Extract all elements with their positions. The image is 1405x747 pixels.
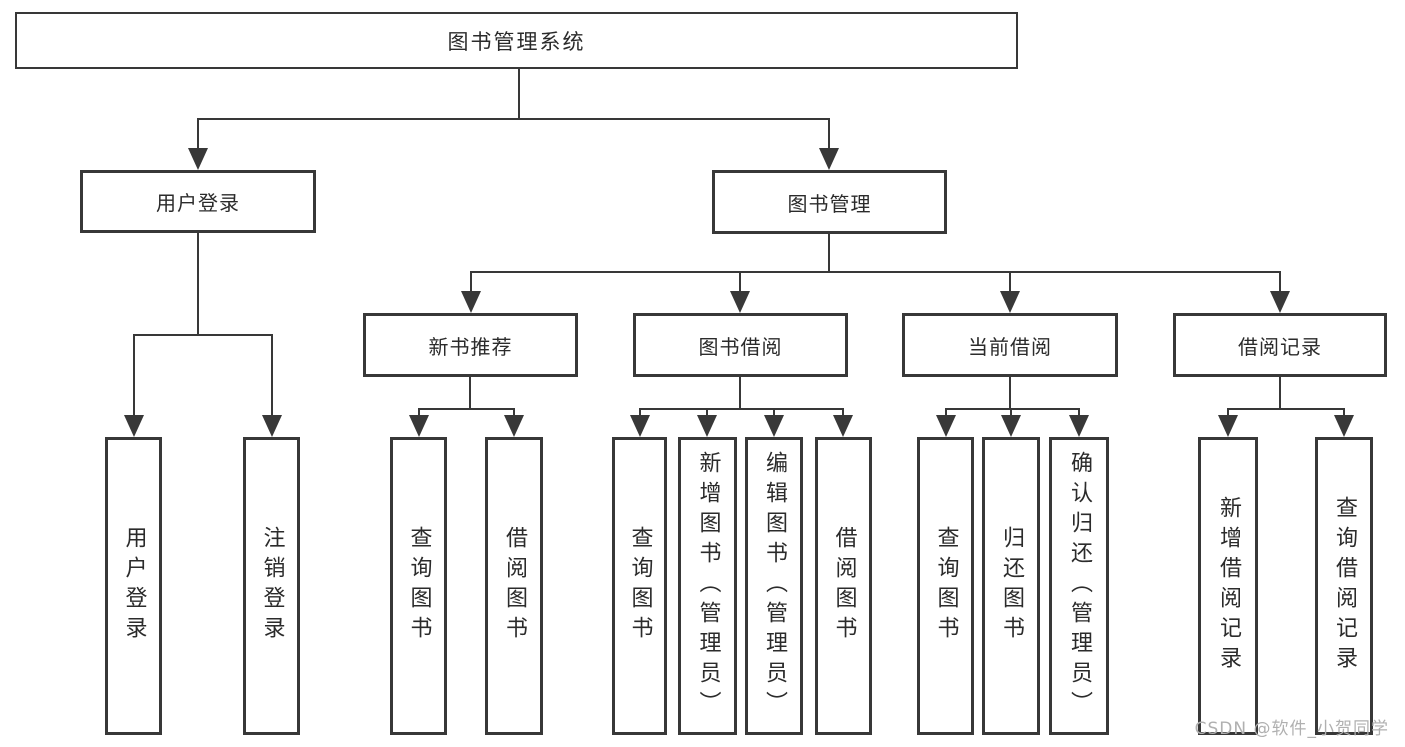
leaf-edit-books-admin: 编辑图书（管理员） <box>745 437 803 735</box>
leaf-query-borrow-record-label: 查询借阅记录 <box>1332 496 1357 676</box>
leaf-add-books-admin-label: 新增图书（管理员） <box>695 451 721 721</box>
node-user-login-label: 用户登录 <box>156 191 240 215</box>
arrow-down-icon <box>729 271 751 313</box>
leaf-return-books: 归还图书 <box>982 437 1040 735</box>
connector-hline <box>639 408 844 410</box>
arrow-down-icon <box>629 408 651 437</box>
leaf-add-borrow-record: 新增借阅记录 <box>1198 437 1258 735</box>
node-current-borrow: 当前借阅 <box>902 313 1118 377</box>
leaf-logout-label: 注销登录 <box>259 526 285 646</box>
node-borrow-record-label: 借阅记录 <box>1238 334 1322 359</box>
node-user-login: 用户登录 <box>80 170 316 233</box>
connector-hline <box>1227 408 1345 410</box>
connector-hline <box>133 334 273 336</box>
connector-vline <box>1009 377 1011 408</box>
arrow-down-icon <box>408 408 430 437</box>
arrow-down-icon <box>1269 271 1291 313</box>
leaf-add-borrow-record-label: 新增借阅记录 <box>1216 496 1241 676</box>
leaf-borrow-books: 借阅图书 <box>815 437 872 735</box>
leaf-user-login: 用户登录 <box>105 437 162 735</box>
arrow-down-icon <box>818 118 840 170</box>
node-book-management-label: 图书管理 <box>787 191 872 216</box>
arrow-down-icon <box>187 118 209 170</box>
leaf-query-books-current-label: 查询图书 <box>933 526 959 646</box>
connector-hline <box>197 118 830 120</box>
node-book-management: 图书管理 <box>712 170 947 234</box>
leaf-query-books-recommend: 查询图书 <box>390 437 447 735</box>
node-root: 图书管理系统 <box>15 12 1018 69</box>
connector-hline <box>945 408 1080 410</box>
leaf-query-books-recommend-label: 查询图书 <box>406 526 432 646</box>
connector-vline <box>739 377 741 408</box>
node-new-book-recommend: 新书推荐 <box>363 313 578 377</box>
arrow-down-icon <box>999 271 1021 313</box>
leaf-borrow-books-label: 借阅图书 <box>831 526 857 646</box>
arrow-down-icon <box>503 408 525 437</box>
leaf-borrow-books-recommend: 借阅图书 <box>485 437 543 735</box>
leaf-user-login-label: 用户登录 <box>121 526 147 646</box>
leaf-add-books-admin: 新增图书（管理员） <box>678 437 737 735</box>
leaf-query-books-current: 查询图书 <box>917 437 974 735</box>
arrow-down-icon <box>261 334 283 437</box>
leaf-return-books-label: 归还图书 <box>999 526 1024 646</box>
connector-hline <box>470 271 1281 273</box>
node-root-label: 图书管理系统 <box>447 29 586 54</box>
arrow-down-icon <box>1068 408 1090 437</box>
arrow-down-icon <box>832 408 854 437</box>
connector-vline <box>1279 377 1281 408</box>
arrow-down-icon <box>1217 408 1239 437</box>
leaf-logout: 注销登录 <box>243 437 300 735</box>
leaf-confirm-return-admin: 确认归还（管理员） <box>1049 437 1109 735</box>
arrow-down-icon <box>935 408 957 437</box>
arrow-down-icon <box>1000 408 1022 437</box>
leaf-query-books-borrow: 查询图书 <box>612 437 667 735</box>
arrow-down-icon <box>763 408 785 437</box>
arrow-down-icon <box>696 408 718 437</box>
leaf-confirm-return-admin-label: 确认归还（管理员） <box>1067 451 1092 721</box>
leaf-borrow-books-recommend-label: 借阅图书 <box>502 526 527 646</box>
arrow-down-icon <box>1333 408 1355 437</box>
leaf-query-borrow-record: 查询借阅记录 <box>1315 437 1373 735</box>
leaf-query-books-borrow-label: 查询图书 <box>627 526 653 646</box>
connector-vline <box>197 233 199 334</box>
node-new-book-recommend-label: 新书推荐 <box>428 334 513 359</box>
connector-vline <box>828 234 830 271</box>
leaf-edit-books-admin-label: 编辑图书（管理员） <box>762 451 787 721</box>
arrow-down-icon <box>460 271 482 313</box>
node-borrow-record: 借阅记录 <box>1173 313 1387 377</box>
connector-vline <box>518 69 520 118</box>
node-current-borrow-label: 当前借阅 <box>968 334 1052 359</box>
connector-hline <box>418 408 515 410</box>
node-book-borrow-label: 图书借阅 <box>698 334 783 359</box>
node-book-borrow: 图书借阅 <box>633 313 848 377</box>
csdn-watermark: CSDN @软件_小贺同学 <box>1194 719 1389 739</box>
arrow-down-icon <box>123 334 145 437</box>
connector-vline <box>469 377 471 408</box>
